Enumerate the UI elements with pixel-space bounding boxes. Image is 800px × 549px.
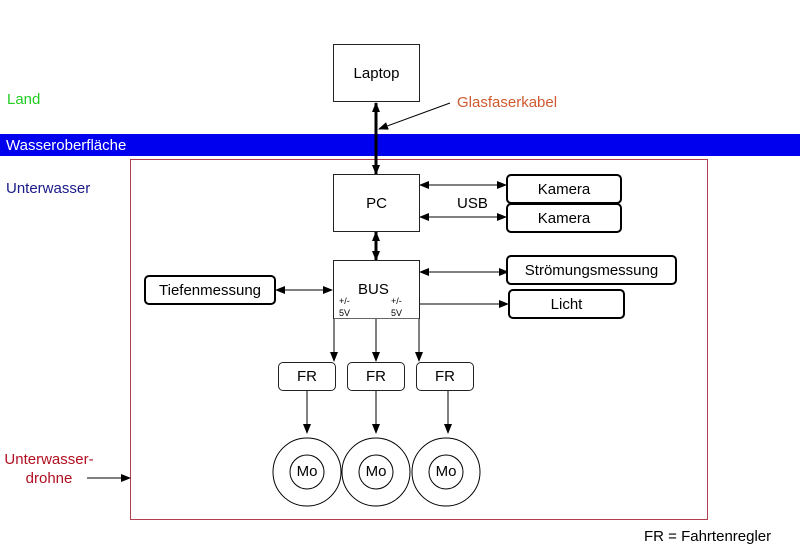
bus-divider [334, 318, 419, 319]
current-measurement-node: Strömungsmessung [506, 255, 677, 285]
fr2-node: FR [347, 362, 405, 391]
motor2-inner [358, 454, 394, 490]
light-node: Licht [508, 289, 625, 319]
camera1-node: Kamera [506, 174, 622, 204]
cable-label: Glasfaserkabel [457, 94, 558, 111]
legend-text: FR = Fahrtenregler [644, 528, 772, 545]
motor3-label: Mo [435, 463, 457, 480]
depth-measurement-node: Tiefenmessung [144, 275, 276, 305]
water-surface-band [0, 134, 800, 156]
fr3-node: FR [416, 362, 474, 391]
drone-label-line1: Unterwasser- [4, 451, 94, 468]
motor2-outer [341, 437, 411, 507]
motor1-inner [289, 454, 325, 490]
fr1-node: FR [278, 362, 336, 391]
drone-boundary [130, 159, 708, 520]
bus-voltage-right: +/- 5V [391, 296, 403, 318]
underwater-label: Unterwasser [6, 180, 91, 197]
motor3-outer [411, 437, 481, 507]
drone-label-line2: drohne [25, 470, 73, 487]
bus-node: BUS +/- 5V +/- 5V [333, 260, 420, 319]
cable-pointer-line [378, 102, 451, 130]
drone-label: Unterwasser- drohne [0, 450, 104, 488]
motor1-label: Mo [296, 463, 318, 480]
bus-voltage-left: +/- 5V [339, 296, 351, 318]
bus-label: BUS [358, 281, 389, 298]
motor3-inner [428, 454, 464, 490]
camera2-node: Kamera [506, 203, 622, 233]
pc-node: PC [333, 174, 420, 232]
usb-label: USB [457, 195, 488, 212]
water-surface-label: Wasseroberfläche [6, 137, 127, 154]
laptop-node: Laptop [333, 44, 420, 102]
land-label: Land [7, 91, 41, 108]
motor1-outer [272, 437, 342, 507]
motor2-label: Mo [365, 463, 387, 480]
